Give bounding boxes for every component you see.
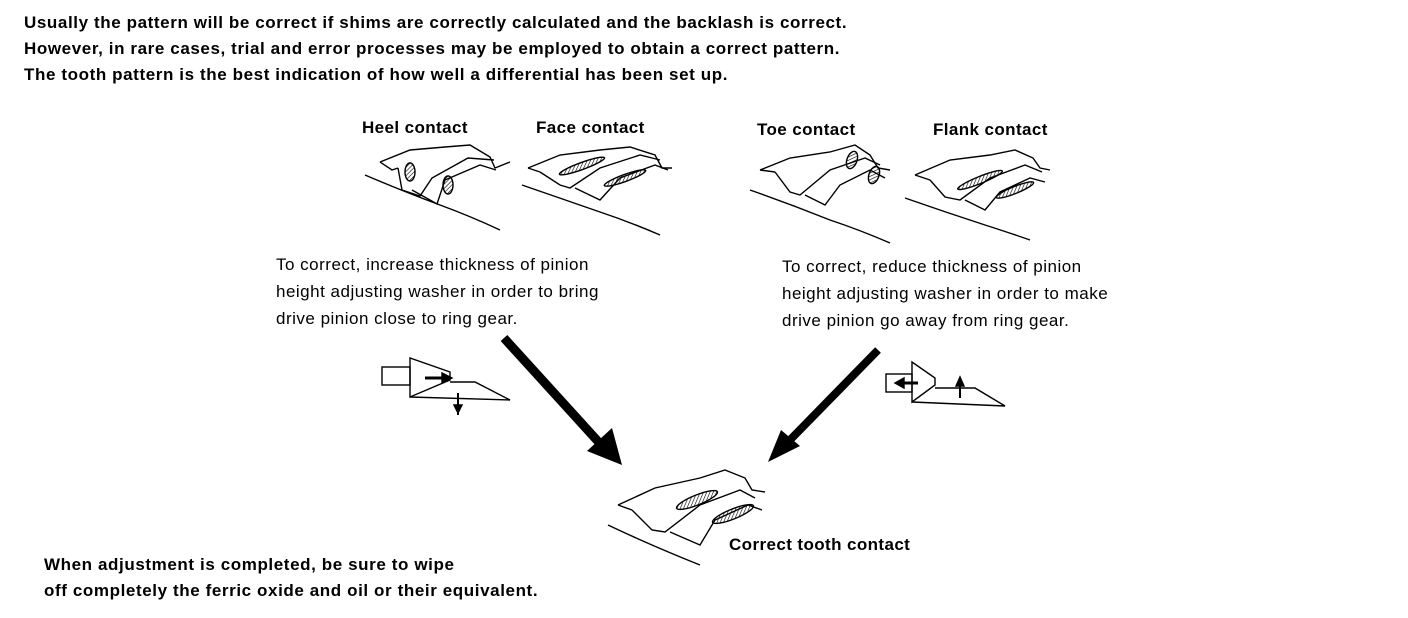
intro-paragraph: Usually the pattern will be correct if s… xyxy=(24,10,847,88)
heel-contact-label: Heel contact xyxy=(362,118,468,137)
right-note-line-1: To correct, reduce thickness of pinion xyxy=(782,257,1082,276)
correct-contact-label: Correct tooth contact xyxy=(729,535,911,554)
right-note-line-3: drive pinion go away from ring gear. xyxy=(782,311,1070,330)
right-note-line-2: height adjusting washer in order to make xyxy=(782,284,1109,303)
pinion-toward-ring-gear-diagram xyxy=(381,357,511,415)
left-arrow-to-correct xyxy=(500,334,622,465)
left-correction-note: To correct, increase thickness of pinion… xyxy=(276,251,599,332)
flank-contact-gear-illustration xyxy=(904,149,1051,241)
intro-line-3: The tooth pattern is the best indication… xyxy=(24,65,729,84)
intro-line-1: Usually the pattern will be correct if s… xyxy=(24,13,848,32)
right-correction-note: To correct, reduce thickness of pinion h… xyxy=(782,253,1108,334)
left-note-line-1: To correct, increase thickness of pinion xyxy=(276,255,589,274)
face-contact-label: Face contact xyxy=(536,118,645,137)
pinion-away-from-ring-gear-diagram xyxy=(885,360,1006,407)
left-note-line-3: drive pinion close to ring gear. xyxy=(276,309,518,328)
toe-contact-label: Toe contact xyxy=(757,120,856,139)
intro-line-2: However, in rare cases, trial and error … xyxy=(24,39,841,58)
correct-contact-gear-illustration xyxy=(607,469,766,566)
right-arrow-to-correct xyxy=(768,347,881,462)
final-line-2: off completely the ferric oxide and oil … xyxy=(44,581,539,600)
heel-contact-gear-illustration xyxy=(364,144,511,231)
face-contact-gear-illustration xyxy=(521,146,672,236)
toe-contact-gear-illustration xyxy=(749,144,891,244)
flank-contact-label: Flank contact xyxy=(933,120,1048,139)
final-line-1: When adjustment is completed, be sure to… xyxy=(44,555,455,574)
left-note-line-2: height adjusting washer in order to brin… xyxy=(276,282,599,301)
final-instruction: When adjustment is completed, be sure to… xyxy=(44,552,538,604)
